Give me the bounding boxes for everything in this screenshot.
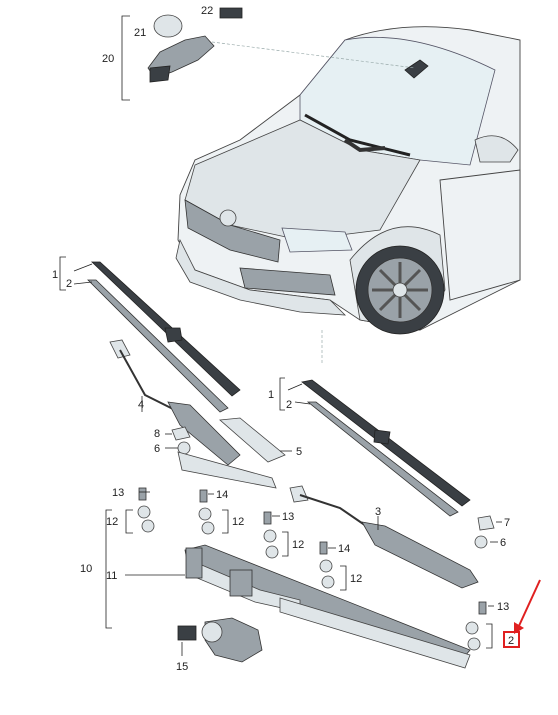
- rain-sensor-on-glass: [404, 59, 429, 79]
- label-5: 5: [296, 446, 302, 458]
- label-20: 20: [102, 53, 114, 65]
- label-21: 21: [134, 27, 146, 39]
- right-wiper-blade: [301, 379, 471, 517]
- label-13-right: 13: [497, 601, 509, 613]
- vw-logo-icon: [219, 209, 237, 227]
- label-6-left: 6: [154, 443, 160, 455]
- label-13-mid: 13: [282, 511, 294, 523]
- side-mirror: [474, 135, 519, 163]
- cover-cap: [219, 417, 286, 463]
- leader-lines: [59, 256, 502, 656]
- bolt-13-mid: [263, 511, 272, 525]
- bolt-13-left: [138, 487, 147, 501]
- label-6-right: 6: [500, 537, 506, 549]
- sensor-cover: [153, 14, 183, 38]
- left-wiper-blade: [87, 261, 241, 413]
- label-12-d: 12: [350, 573, 362, 585]
- label-11: 11: [106, 570, 117, 582]
- part-labels: 22 21 20 1 2 1 2 4 3 8 6 5 7 6 13 14 13 …: [52, 5, 514, 673]
- bolt-13-right: [478, 601, 487, 615]
- label-22: 22: [201, 5, 213, 17]
- label-12-c: 12: [292, 539, 304, 551]
- sensor-connector: [219, 7, 243, 19]
- label-13-left: 13: [112, 487, 124, 499]
- rain-sensor-group: [121, 7, 243, 101]
- label-14-left: 14: [216, 489, 228, 501]
- lower-grille: [239, 267, 336, 296]
- wiper-linkage-frame: [177, 451, 471, 669]
- bolt-14-left: [199, 489, 208, 503]
- headlight: [281, 227, 353, 253]
- label-10: 10: [80, 563, 92, 575]
- cap-8: [171, 426, 191, 441]
- label-1-right: 1: [268, 389, 274, 401]
- front-bumper: [175, 238, 347, 316]
- highlight-marker: [503, 579, 541, 648]
- wiper-motor: [177, 617, 263, 663]
- label-8: 8: [154, 428, 160, 440]
- red-highlight-box: [503, 631, 520, 648]
- bolt-14-right: [319, 541, 328, 555]
- label-2-highlighted: 2: [508, 635, 514, 647]
- windshield: [299, 36, 496, 166]
- label-12-a: 12: [106, 516, 118, 528]
- crank-lever: [177, 451, 277, 489]
- label-4: 4: [138, 399, 144, 411]
- left-wiper-arm: [109, 339, 241, 466]
- car-wiper-blades: [304, 113, 411, 157]
- nut-6-right: [474, 535, 488, 549]
- label-15: 15: [176, 661, 188, 673]
- cap-7: [477, 515, 495, 531]
- label-1-left: 1: [52, 269, 58, 281]
- label-3: 3: [375, 506, 381, 518]
- car-illustration: [175, 26, 521, 335]
- motor-connector: [177, 625, 197, 641]
- label-2-left: 2: [66, 278, 72, 290]
- label-12-b: 12: [232, 516, 244, 528]
- label-7: 7: [504, 517, 510, 529]
- right-wiper-arm: [289, 485, 479, 589]
- label-14-right: 14: [338, 543, 350, 555]
- label-2-right: 2: [286, 399, 292, 411]
- fasteners: [137, 426, 495, 651]
